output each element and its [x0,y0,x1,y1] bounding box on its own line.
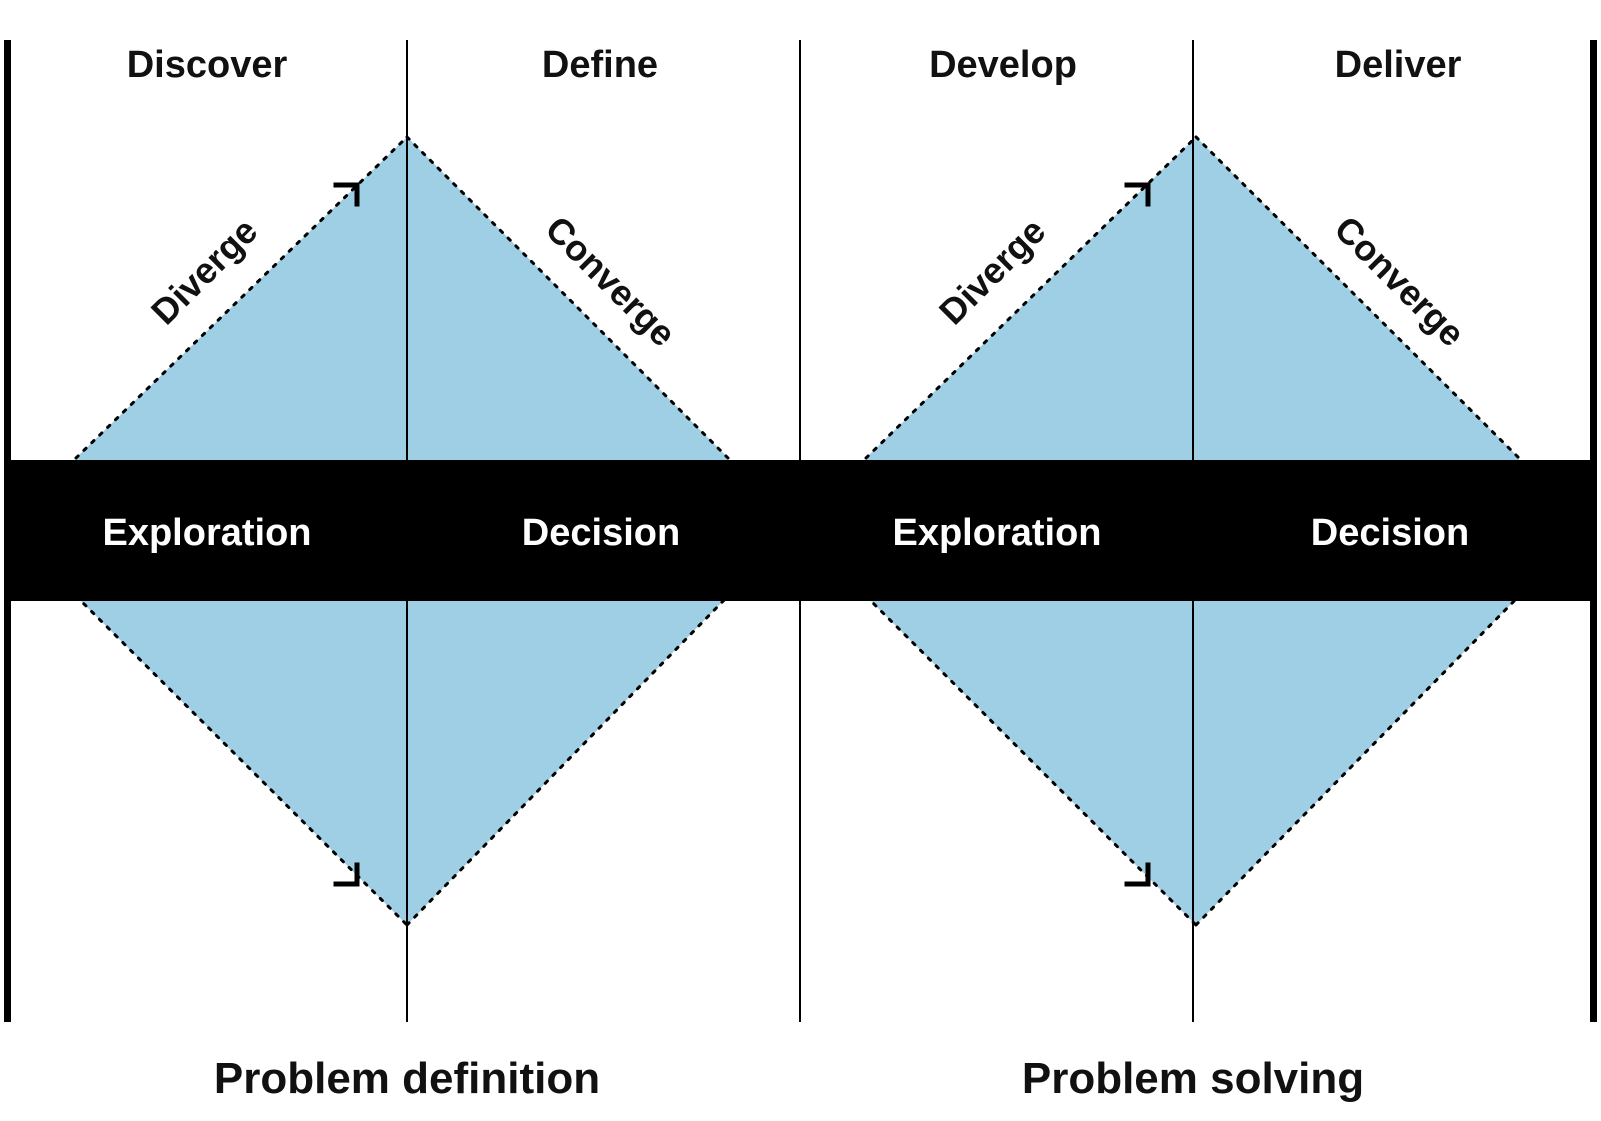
decision-label-1: Decision [522,512,680,554]
bracket-mark-top-1 [333,182,360,207]
diamond-edges [74,135,1521,927]
lower-right-edge-2 [1194,594,1521,927]
lower-left-edge-1 [74,594,409,927]
converge-edge-2 [1194,135,1521,460]
exploration-label-2: Exploration [892,512,1101,554]
diverge-edge-2 [864,135,1198,460]
phase-deliver: Deliver [1335,44,1462,86]
lower-right-edge-1 [405,594,730,927]
decision-label-2: Decision [1311,512,1469,554]
bracket-marks [333,182,1151,887]
lower-left-edge-2 [864,594,1198,927]
phase-define: Define [542,44,658,86]
diverge-edge-1 [74,135,409,460]
process-band [4,460,1597,601]
phase-discover: Discover [127,44,288,86]
phase-develop: Develop [929,44,1077,86]
bracket-mark-bottom-1 [333,862,360,887]
bracket-mark-top-2 [1124,182,1151,207]
section-problem-definition: Problem definition [214,1054,600,1103]
bracket-mark-bottom-2 [1124,862,1151,887]
section-problem-solving: Problem solving [1022,1054,1364,1103]
converge-edge-1 [405,135,730,460]
exploration-label-1: Exploration [102,512,311,554]
